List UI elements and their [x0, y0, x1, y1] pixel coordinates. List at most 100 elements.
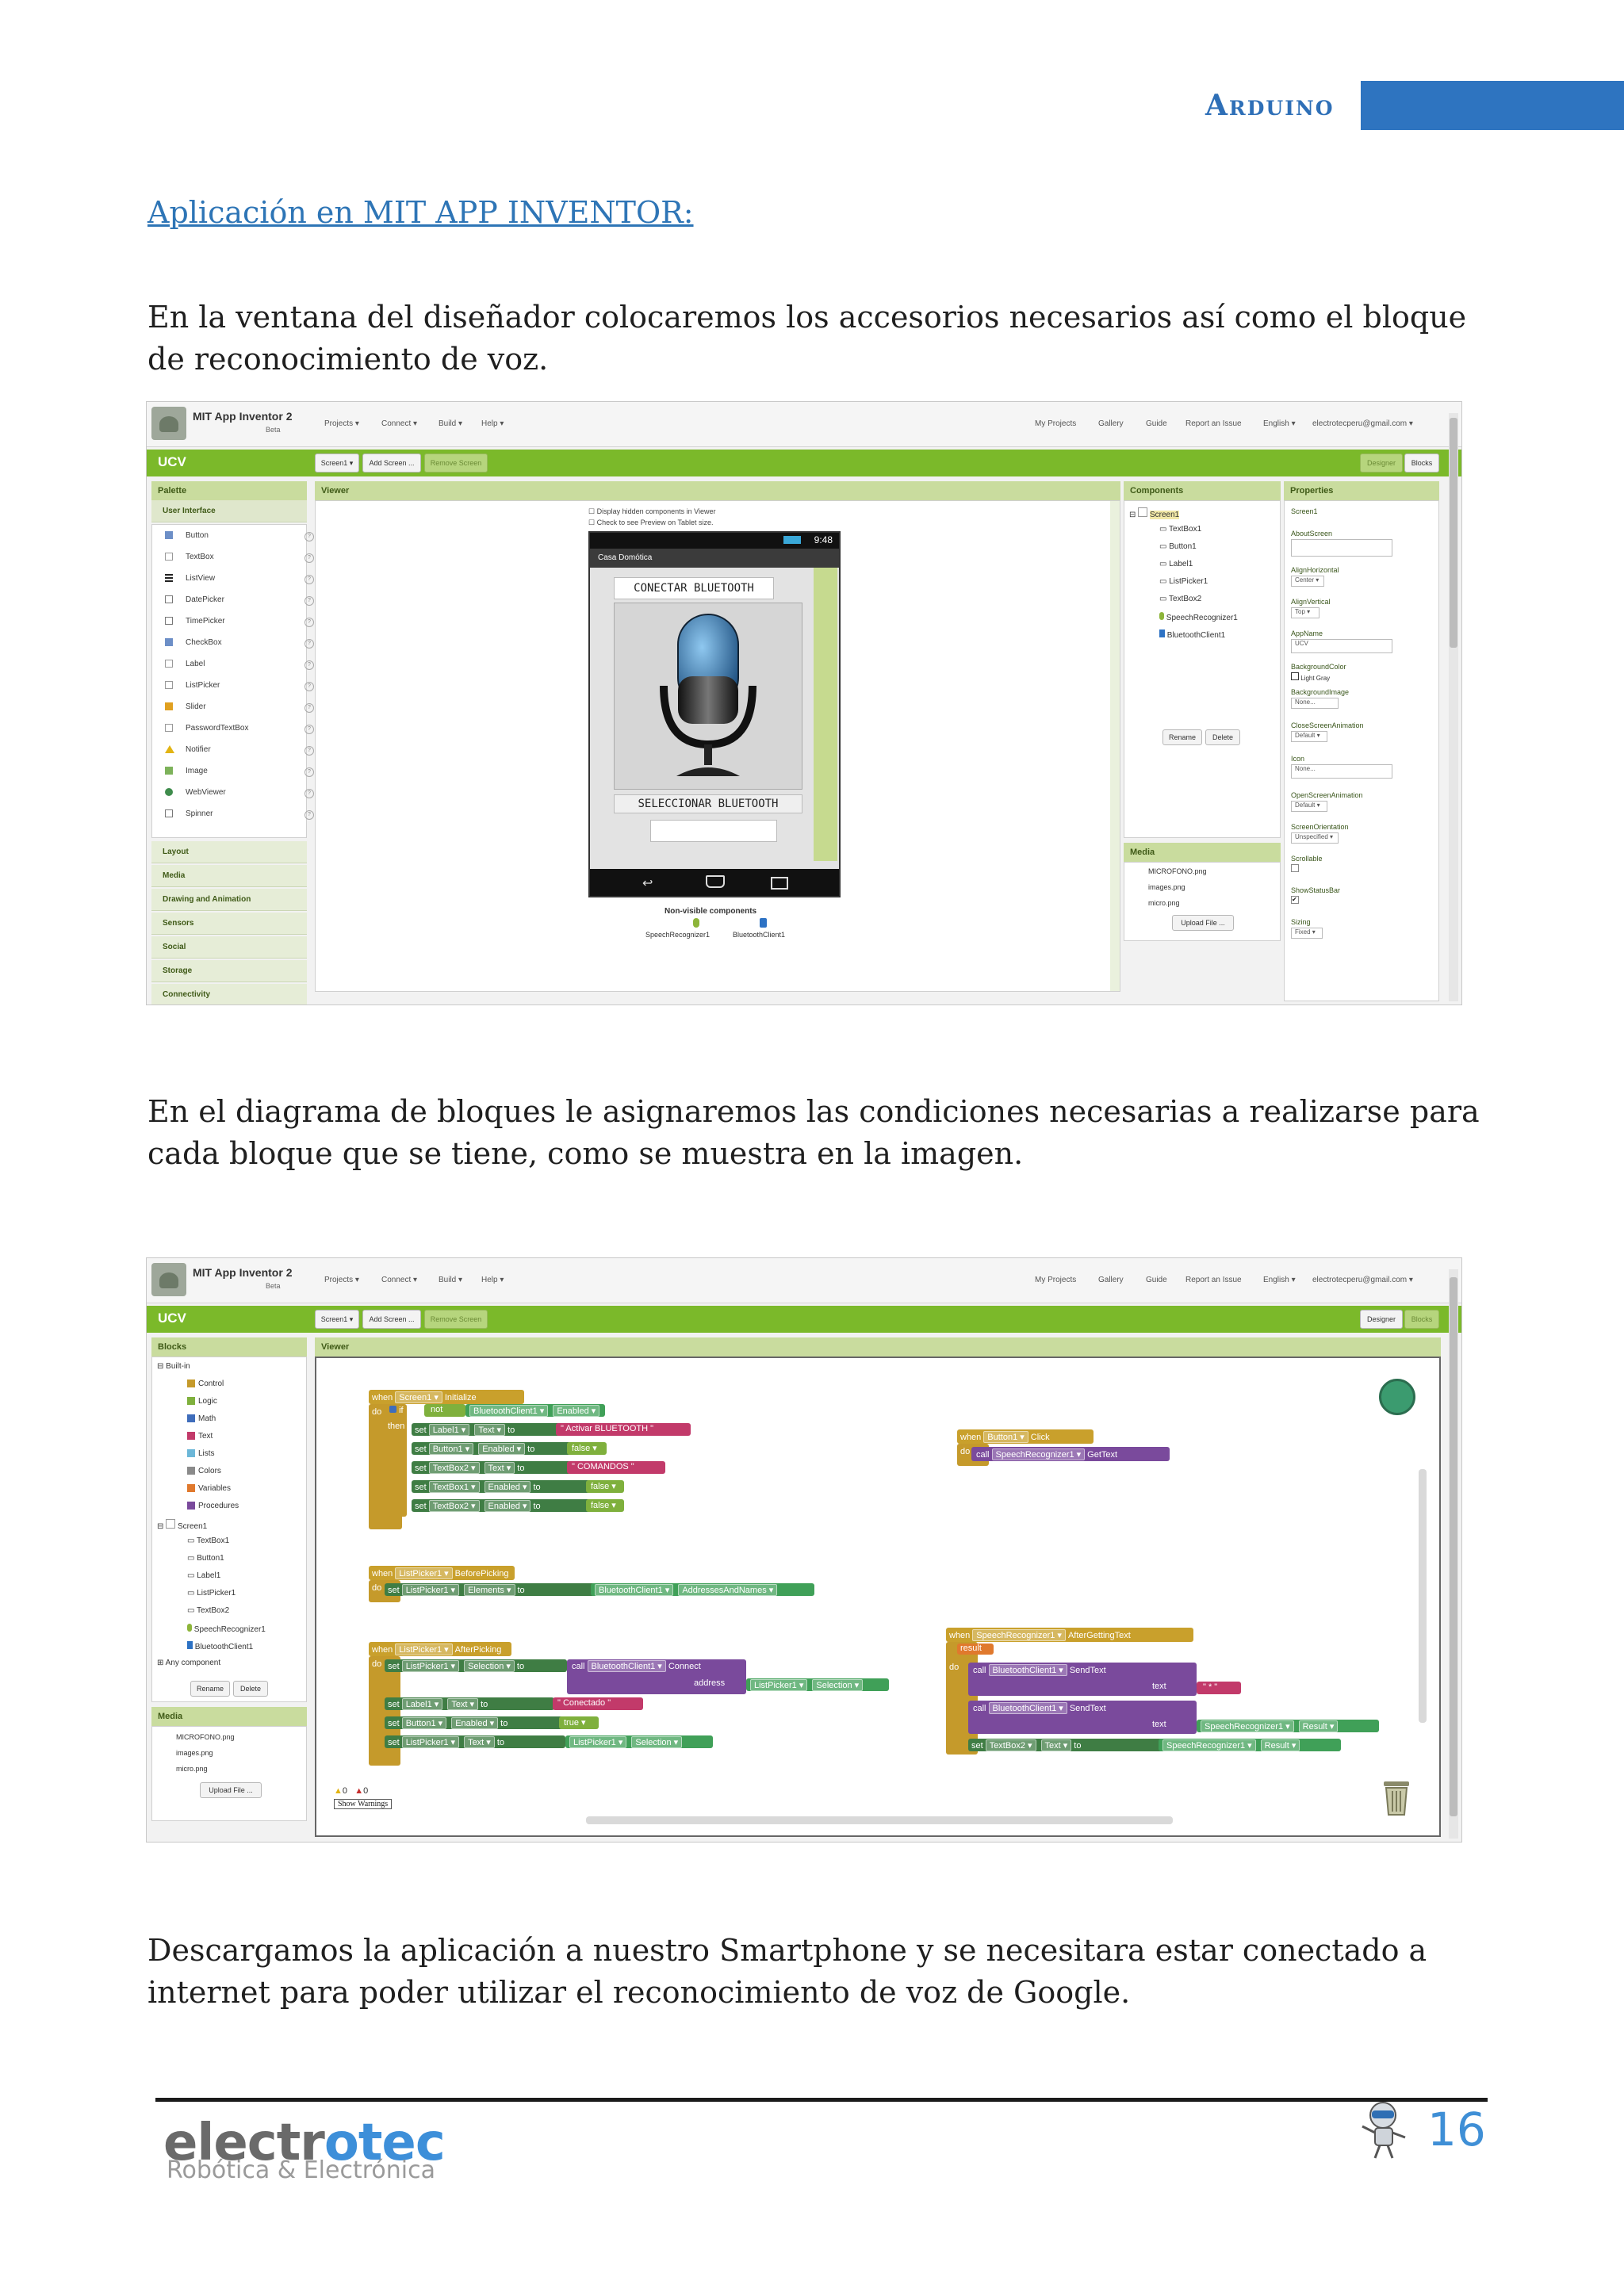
- block-false[interactable]: false ▾: [586, 1499, 624, 1512]
- scroll-thumb[interactable]: [1450, 418, 1457, 648]
- tree-screen1[interactable]: ⊟ Screen1: [1129, 507, 1180, 519]
- nav-account[interactable]: electrotecperu@gmail.com ▾: [1312, 419, 1413, 428]
- palette-item-listpicker[interactable]: ListPicker?: [165, 681, 314, 694]
- nav-projects[interactable]: Projects ▾: [324, 419, 359, 428]
- palette-item-passwordtextbox[interactable]: PasswordTextBox?: [165, 724, 314, 737]
- remove-screen-button[interactable]: Remove Screen: [424, 453, 488, 473]
- block-text-comandos[interactable]: " COMANDOS ": [567, 1461, 665, 1474]
- trash-icon[interactable]: [1382, 1778, 1411, 1816]
- scroll-thumb[interactable]: [1450, 1277, 1457, 1816]
- drawer-lists[interactable]: Lists: [187, 1449, 215, 1458]
- block-text-star[interactable]: " * ": [1197, 1682, 1241, 1694]
- nav-account[interactable]: electrotecperu@gmail.com ▾: [1312, 1276, 1413, 1284]
- nav-build[interactable]: Build ▾: [439, 419, 463, 428]
- block-speech-result-getter[interactable]: SpeechRecognizer1 ▾Result ▾: [1159, 1739, 1341, 1751]
- nav-connect[interactable]: Connect ▾: [381, 419, 418, 428]
- drawer-variables[interactable]: Variables: [187, 1484, 231, 1493]
- block-false[interactable]: false ▾: [586, 1480, 624, 1493]
- designer-button[interactable]: Designer: [1360, 453, 1403, 473]
- nav-my-projects[interactable]: My Projects: [1035, 1276, 1077, 1284]
- nav-gallery[interactable]: Gallery: [1098, 1276, 1124, 1284]
- nav-guide[interactable]: Guide: [1146, 1276, 1167, 1284]
- tree-textbox2[interactable]: ▭ TextBox2: [1159, 595, 1202, 603]
- drawer-colors[interactable]: Colors: [187, 1467, 221, 1475]
- add-screen-button[interactable]: Add Screen ...: [362, 1310, 421, 1329]
- block-bt-addresses[interactable]: BluetoothClient1 ▾AddressesAndNames ▾: [591, 1583, 814, 1596]
- blocks-button[interactable]: Blocks: [1404, 453, 1439, 473]
- drawer-bluetooth[interactable]: BluetoothClient1: [187, 1641, 253, 1651]
- blocks-button[interactable]: Blocks: [1404, 1310, 1439, 1329]
- closeanim-select[interactable]: Default ▾: [1291, 731, 1327, 742]
- screen-select-button[interactable]: Screen1 ▾: [315, 1310, 359, 1329]
- palette-item-datepicker[interactable]: DatePicker?: [165, 595, 314, 608]
- block-text-conectado[interactable]: " Conectado ": [553, 1697, 643, 1710]
- media-item[interactable]: images.png: [176, 1749, 213, 1757]
- page-scrollbar[interactable]: [1449, 1269, 1458, 1839]
- scrollable-checkbox[interactable]: [1291, 864, 1299, 872]
- home-icon[interactable]: [706, 875, 725, 888]
- block-bt-enabled-getter[interactable]: BluetoothClient1 ▾Enabled ▾: [465, 1404, 605, 1417]
- nav-language[interactable]: English ▾: [1263, 1276, 1296, 1284]
- drawer-text[interactable]: Text: [187, 1432, 213, 1441]
- upload-file-button[interactable]: Upload File ...: [1172, 915, 1234, 931]
- workspace-vscroll[interactable]: [1419, 1469, 1427, 1723]
- show-warnings-button[interactable]: Show Warnings: [334, 1799, 393, 1809]
- nav-report-issue[interactable]: Report an Issue: [1185, 1276, 1242, 1284]
- delete-button[interactable]: Delete: [1205, 729, 1240, 745]
- block-not[interactable]: not: [424, 1404, 465, 1417]
- block-true[interactable]: true ▾: [559, 1716, 599, 1729]
- sizing-select[interactable]: Fixed ▾: [1291, 928, 1323, 939]
- block-speech-result-getter[interactable]: SpeechRecognizer1 ▾Result ▾: [1197, 1720, 1379, 1732]
- drawer-speech[interactable]: SpeechRecognizer1: [187, 1624, 266, 1634]
- drawer-button1[interactable]: ▭ Button1: [187, 1554, 224, 1563]
- icon-select[interactable]: None...: [1291, 764, 1392, 779]
- palette-item-checkbox[interactable]: CheckBox?: [165, 638, 314, 651]
- tree-speech[interactable]: SpeechRecognizer1: [1159, 612, 1238, 622]
- display-hidden-checkbox[interactable]: ☐ Display hidden components in Viewer: [588, 507, 716, 515]
- media-item[interactable]: images.png: [1148, 883, 1185, 891]
- statusbar-checkbox[interactable]: ✔: [1291, 896, 1299, 904]
- builtin-node[interactable]: ⊟ Built-in: [157, 1362, 190, 1371]
- alignv-select[interactable]: Top ▾: [1291, 607, 1320, 618]
- palette-category-user-interface[interactable]: User Interface: [151, 500, 307, 522]
- nav-guide[interactable]: Guide: [1146, 419, 1167, 428]
- palette-item-webviewer[interactable]: WebViewer?: [165, 788, 314, 801]
- delete-button[interactable]: Delete: [233, 1681, 268, 1697]
- upload-file-button[interactable]: Upload File ...: [200, 1782, 262, 1798]
- nav-connect[interactable]: Connect ▾: [381, 1276, 418, 1284]
- palette-item-timepicker[interactable]: TimePicker?: [165, 617, 314, 629]
- drawer-textbox1[interactable]: ▭ TextBox1: [187, 1536, 230, 1545]
- media-item[interactable]: MICROFONO.png: [176, 1733, 235, 1741]
- nav-build[interactable]: Build ▾: [439, 1276, 463, 1284]
- phone-textbox[interactable]: [650, 820, 777, 842]
- alignh-select[interactable]: Center ▾: [1291, 576, 1324, 587]
- palette-item-label[interactable]: Label?: [165, 660, 314, 672]
- screen-select-button[interactable]: Screen1 ▾: [315, 453, 359, 473]
- bgcolor-select[interactable]: Light Gray: [1291, 672, 1330, 682]
- palette-item-textbox[interactable]: TextBox?: [165, 553, 314, 565]
- drawer-procedures[interactable]: Procedures: [187, 1502, 239, 1510]
- orientation-select[interactable]: Unspecified ▾: [1291, 832, 1339, 844]
- palette-item-listview[interactable]: ListView?: [165, 574, 314, 587]
- backpack-icon[interactable]: [1379, 1379, 1415, 1415]
- block-result-param[interactable]: result: [957, 1644, 994, 1655]
- aboutscreen-input[interactable]: [1291, 539, 1392, 557]
- palette-category-connectivity[interactable]: Connectivity: [151, 984, 307, 1004]
- drawer-listpicker1[interactable]: ▭ ListPicker1: [187, 1589, 236, 1598]
- any-component-node[interactable]: ⊞ Any component: [157, 1659, 221, 1667]
- nav-gallery[interactable]: Gallery: [1098, 419, 1124, 428]
- remove-screen-button[interactable]: Remove Screen: [424, 1310, 488, 1329]
